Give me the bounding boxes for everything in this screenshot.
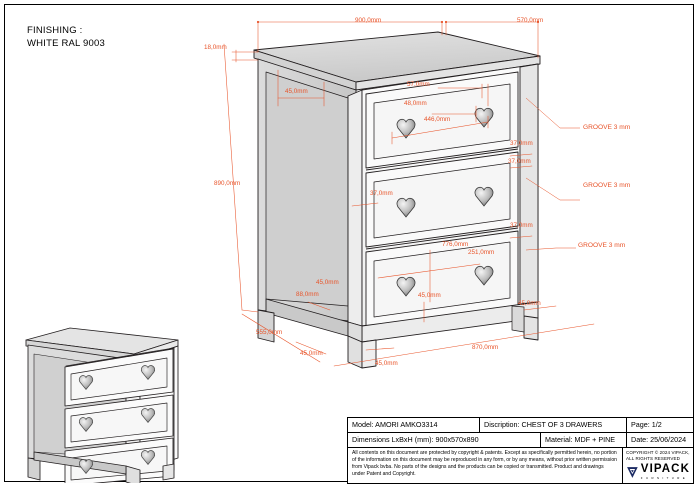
dim-drawer3-height: 251,0mm — [468, 249, 495, 256]
brand-subtitle: F U R N I T U R E — [640, 475, 686, 480]
vipack-shield-logo-icon — [627, 466, 638, 478]
groove-leaders — [525, 97, 580, 251]
copyright-line-1: COPYRIGHT © 2024 VIPACK, — [626, 450, 690, 455]
copyright-line-2: ALL RIGHTS RESERVED — [626, 456, 680, 462]
legal-notice: All contents on this document are protec… — [348, 448, 623, 483]
knob-group — [396, 108, 494, 297]
dim-drawer2-left: 37,0mm — [370, 190, 393, 197]
dim-knob-top-offset: 57,0mm — [407, 81, 430, 88]
dim-base-width: 870,0mm — [472, 344, 499, 351]
title-block-row-2: Dimensions LxBxH (mm): 900x570x890 Mater… — [348, 433, 693, 448]
dimensions-cell: Dimensions LxBxH (mm): 900x570x890 — [348, 433, 541, 447]
dim-top-thickness: 18,0mm — [204, 44, 227, 51]
material-cell: Material: MDF + PINE — [541, 433, 627, 447]
dim-foot-right: 45,0mm — [518, 300, 541, 307]
dim-drawer2-gap-a: 37,0mm — [510, 140, 533, 147]
dim-drawer3-gap: 37,0mm — [510, 222, 533, 229]
dim-foot-left: 45,0mm — [300, 350, 323, 357]
dimension-arrows — [256, 20, 540, 24]
dim-drawer2-gap-b: 37,0mm — [508, 158, 531, 165]
title-block-row-3: All contents on this document are protec… — [348, 448, 693, 483]
dim-base-depth: 555,0mm — [256, 329, 283, 336]
title-block-row-1: Model: AMORI AMKO3314 Discription: CHEST… — [348, 418, 693, 433]
dim-foot-front: 45,0mm — [375, 360, 398, 367]
isometric-thumbnail-drawing — [25, 327, 179, 483]
title-block: Model: AMORI AMKO3314 Discription: CHEST… — [347, 417, 694, 484]
dim-foot-inset: 45,0mm — [316, 279, 339, 286]
brand-block: COPYRIGHT © 2024 VIPACK, ALL RIGHTS RESE… — [623, 448, 693, 483]
iso-knob-group — [78, 365, 156, 475]
leader-groove-1: GROOVE 3 mm — [583, 124, 631, 131]
dimension-lines — [223, 21, 595, 367]
description-cell: Discription: CHEST OF 3 DRAWERS — [480, 418, 627, 432]
dim-drawer1-width: 446,0mm — [424, 116, 451, 123]
dim-side-panel-width: 45,0mm — [285, 88, 308, 95]
model-cell: Model: AMORI AMKO3314 — [348, 418, 480, 432]
page-cell: Page: 1/2 — [631, 420, 662, 429]
dim-rail-height: 88,0mm — [296, 291, 319, 298]
main-perspective-drawing — [223, 20, 595, 369]
dim-knob-side-offset: 48,0mm — [404, 100, 427, 107]
leader-groove-2: GROOVE 3 mm — [583, 182, 631, 189]
finishing-note: FINISHING : WHITE RAL 9003 — [27, 25, 105, 49]
dim-top-depth: 570,0mm — [517, 17, 544, 24]
dim-drawer3-width: 776,0mm — [442, 241, 469, 248]
date-cell: Date: 25/06/2024 — [631, 435, 687, 444]
dim-plinth-height: 45,0mm — [418, 292, 441, 299]
dim-top-width: 900,0mm — [355, 17, 382, 24]
brand-name: VIPACK — [640, 463, 690, 476]
leader-groove-3: GROOVE 3 mm — [578, 242, 626, 249]
dim-total-height: 890,0mm — [214, 180, 241, 187]
